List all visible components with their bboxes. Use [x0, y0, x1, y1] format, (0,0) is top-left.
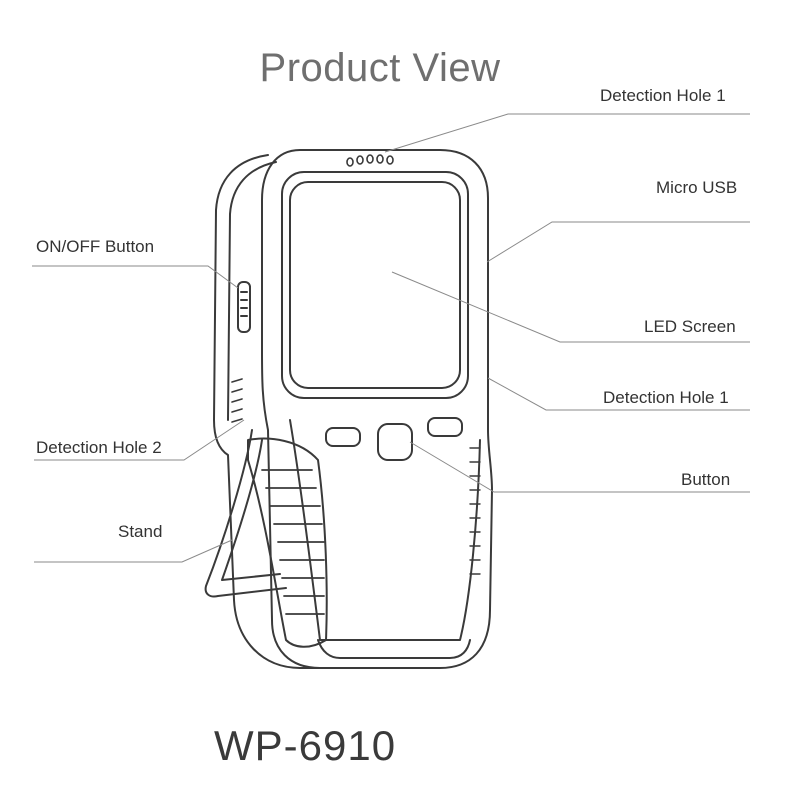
led-screen: [289, 181, 461, 389]
leader-detection-hole-2: [34, 419, 245, 461]
left-front-button: [325, 427, 361, 447]
leader-micro-usb: [486, 221, 750, 263]
center-front-button: [377, 423, 413, 461]
label-detection-hole-1-top: Detection Hole 1: [600, 86, 726, 105]
label-detection-hole-2: Detection Hole 2: [36, 438, 162, 457]
lower-front-panel: [289, 419, 481, 641]
model-number: WP-6910: [214, 722, 397, 769]
bottom-edge-strip: [317, 639, 471, 659]
label-on-off-button: ON/OFF Button: [36, 237, 155, 256]
leader-button: [409, 441, 750, 493]
label-micro-usb: Micro USB: [656, 178, 738, 197]
grip-ridges: [261, 469, 325, 615]
screen-bezel: [281, 171, 469, 399]
detection-holes-side: [231, 378, 243, 423]
leader-stand: [34, 539, 233, 563]
diagram-title: Product View: [259, 46, 501, 90]
label-stand: Stand: [118, 522, 163, 541]
leader-on-off: [32, 265, 239, 289]
left-rubber-grip: [247, 437, 328, 648]
stand: [204, 429, 287, 598]
right-front-button: [427, 417, 463, 437]
device-front-body: [261, 149, 493, 669]
detection-holes-top: [346, 154, 394, 167]
device-back-shell: [213, 154, 321, 669]
leader-detection-hole-1-side: [487, 377, 750, 411]
device-side-edge: [227, 161, 277, 421]
label-detection-hole-1-side: Detection Hole 1: [603, 388, 729, 407]
label-button: Button: [681, 470, 731, 489]
leader-detection-hole-1-top: [384, 113, 750, 153]
leader-led-screen: [391, 271, 750, 343]
on-off-switch: [237, 281, 251, 333]
right-grip-ridges: [469, 447, 481, 575]
label-led-screen: LED Screen: [644, 317, 736, 336]
